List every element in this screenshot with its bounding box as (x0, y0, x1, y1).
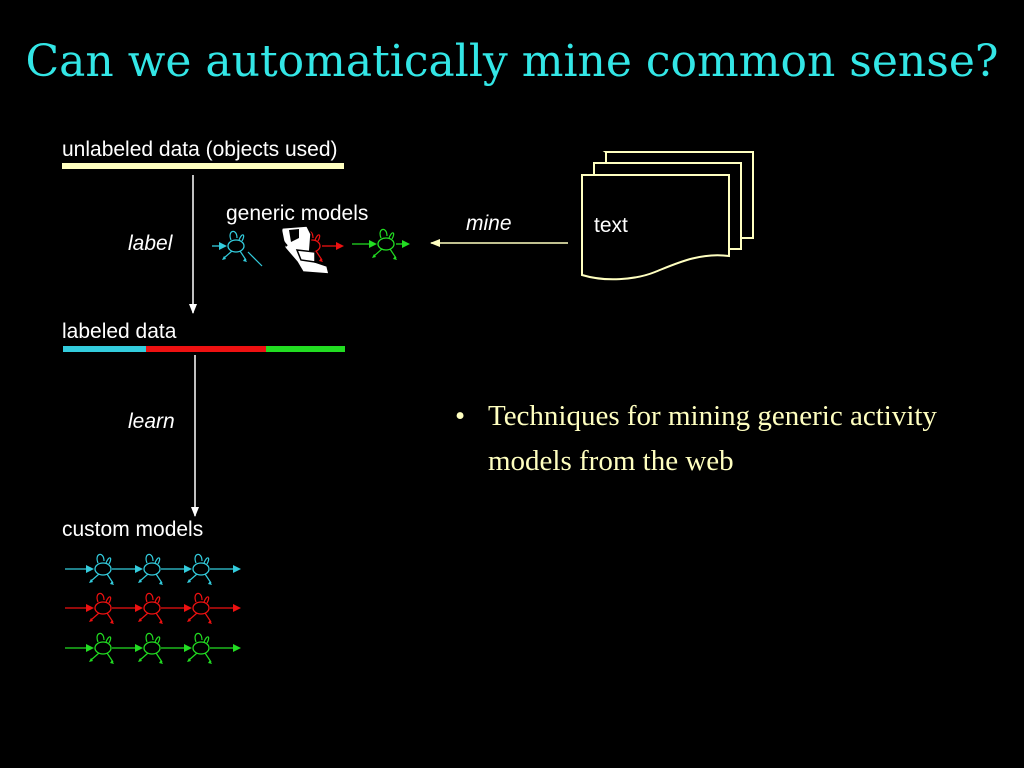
custom-cyan-arrow-2-head (184, 565, 192, 573)
custom-cyan-arrow-1-head (135, 565, 143, 573)
slide-title: Can we automatically mine common sense? (25, 36, 999, 87)
custom-green-arrow-2-head (184, 644, 192, 652)
bullet-dot: • (455, 400, 466, 432)
custom-green-node-3 (187, 632, 212, 664)
custom-red-in-arrow-head (86, 604, 94, 612)
bullet-text: Techniques for mining generic activity m… (488, 400, 937, 477)
custom-red-node-3 (187, 592, 212, 624)
generic-cyan-in-arrow-head (219, 242, 227, 250)
custom-cyan-node-2 (138, 553, 163, 585)
custom-cyan-node-1 (89, 553, 114, 585)
label-edge-label: label (128, 232, 173, 255)
custom-green-in-arrow-head (86, 644, 94, 652)
custom-red-node-1 (89, 592, 114, 624)
labeled-bar-red (146, 346, 266, 352)
learn-edge-label: learn (128, 410, 175, 433)
custom-green-node-1 (89, 632, 114, 664)
custom-cyan-in-arrow-head (86, 565, 94, 573)
custom-cyan-node-3 (187, 553, 212, 585)
custom-green-arrow-1-head (135, 644, 143, 652)
generic-models-label: generic models (226, 202, 369, 225)
custom-model-row-cyan (65, 553, 241, 585)
custom-green-arrow-3-head (233, 644, 241, 652)
generic-cyan-node (222, 230, 247, 262)
generic-cyan-out (247, 251, 263, 267)
custom-cyan-arrow-3-head (233, 565, 241, 573)
generic-green-out-arrow-head (402, 240, 410, 248)
generic-green-node (372, 228, 397, 260)
unlabeled-data-bar (62, 163, 344, 169)
mine-edge-label: mine (466, 212, 512, 235)
custom-red-arrow-1-head (135, 604, 143, 612)
labeled-data-label: labeled data (62, 320, 177, 343)
generic-red-out-arrow-head (336, 242, 344, 250)
custom-models-label: custom models (62, 518, 204, 541)
custom-model-row-red (65, 592, 241, 624)
labeled-bar-green (266, 346, 345, 352)
person-pointing-icon (279, 225, 330, 275)
unlabeled-data-label: unlabeled data (objects used) (62, 138, 338, 161)
custom-red-node-2 (138, 592, 163, 624)
document-text-label: text (594, 214, 628, 237)
text-document-stack (581, 151, 754, 281)
custom-green-node-2 (138, 632, 163, 664)
custom-models-graph (65, 553, 241, 664)
labeled-bar-cyan (63, 346, 146, 352)
custom-red-arrow-3-head (233, 604, 241, 612)
custom-red-arrow-2-head (184, 604, 192, 612)
document-front (581, 174, 730, 281)
bullet-list: • Techniques for mining generic activity… (455, 394, 975, 484)
custom-model-row-green (65, 632, 241, 664)
generic-green-in-arrow-head (369, 240, 377, 248)
